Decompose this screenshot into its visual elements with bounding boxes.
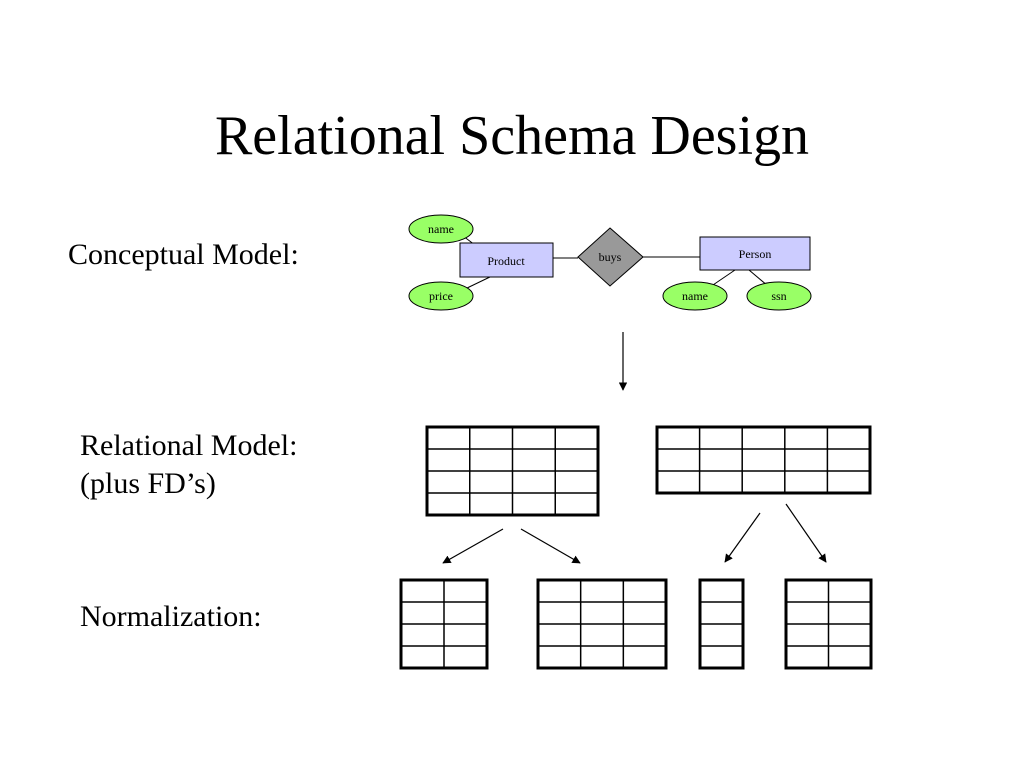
tables-layer xyxy=(399,425,873,670)
normalized-table-2 xyxy=(536,578,668,670)
connector-product-price xyxy=(464,275,493,290)
relational-model-label-line2: (plus FD’s) xyxy=(80,467,216,500)
relational-table-2-border xyxy=(655,425,872,495)
entity-product-text: Product xyxy=(487,254,525,268)
attribute-person-name-text: name xyxy=(682,289,708,303)
relationship-buys: buys xyxy=(577,227,644,287)
entity-person: Person xyxy=(699,236,811,271)
normalized-table-4 xyxy=(784,578,873,670)
conceptual-model-label: Conceptual Model: xyxy=(68,238,299,271)
slide-title: Relational Schema Design xyxy=(214,105,810,167)
normalization-label: Normalization: xyxy=(80,600,262,633)
normalized-table-3 xyxy=(698,578,745,670)
attribute-product-name: name xyxy=(408,214,474,244)
relationship-buys-text: buys xyxy=(599,250,622,264)
attribute-person-ssn-text: ssn xyxy=(771,289,786,303)
arrow-split-right-2 xyxy=(785,503,827,563)
attribute-product-name-text: name xyxy=(428,222,454,236)
entity-product: Product xyxy=(459,242,554,278)
arrow-split-left-2 xyxy=(520,528,581,564)
attribute-product-price-text: price xyxy=(429,289,453,303)
attribute-person-name: name xyxy=(662,281,728,311)
arrows xyxy=(442,332,827,564)
relational-table-2 xyxy=(655,425,872,495)
arrow-split-right-1 xyxy=(724,512,761,563)
connector-person-name xyxy=(709,269,736,288)
entity-person-text: Person xyxy=(739,247,772,261)
attribute-person-ssn: ssn xyxy=(746,281,812,311)
relational-model-label: Relational Model: (plus FD’s) xyxy=(80,427,297,503)
relational-model-label-line1: Relational Model: xyxy=(80,429,298,462)
attribute-product-price: price xyxy=(408,281,474,311)
relational-table-1 xyxy=(425,425,600,517)
arrow-split-left-1 xyxy=(442,528,504,564)
normalized-table-1 xyxy=(399,578,489,670)
